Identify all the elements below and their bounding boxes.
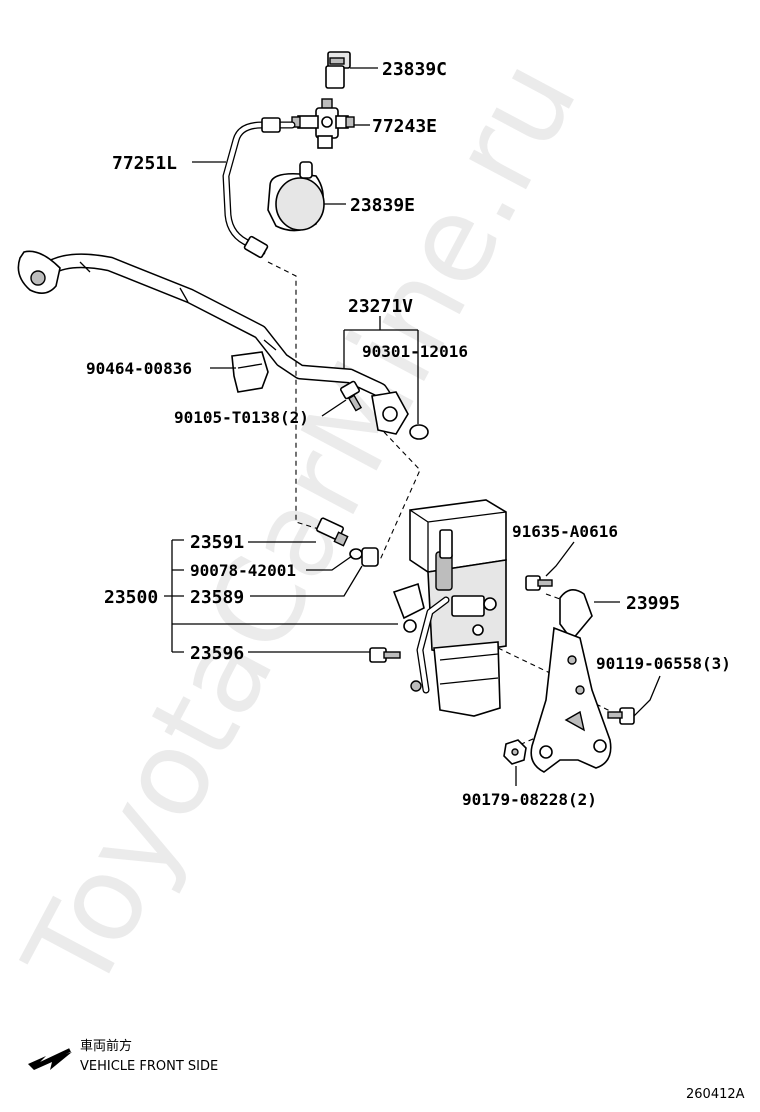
- label-23589: 23589: [190, 587, 244, 608]
- label-23271v: 23271V: [348, 296, 413, 317]
- label-91635: 91635-A0616: [512, 522, 618, 541]
- label-77243e: 77243E: [372, 116, 437, 137]
- label-23839c: 23839C: [382, 59, 447, 80]
- pump-assembly-23500[interactable]: [392, 499, 507, 717]
- label-90301: 90301-12016: [362, 342, 468, 361]
- leader-line: [250, 565, 363, 597]
- leader-line: [164, 539, 398, 653]
- assembly-guide-line: [545, 593, 575, 605]
- label-23500: 23500: [104, 587, 158, 608]
- washer-90078[interactable]: [349, 548, 363, 560]
- leader-line: [343, 316, 419, 424]
- label-90179: 90179-08228(2): [462, 790, 597, 809]
- assembly-guide-line: [267, 261, 323, 531]
- leader-line: [633, 675, 661, 717]
- diagram-code: 260412A: [686, 1087, 745, 1102]
- bolt-91635[interactable]: [525, 575, 553, 591]
- assembly-guide-line: [379, 431, 421, 561]
- sleeve-23589[interactable]: [361, 547, 379, 567]
- fitting-23839c[interactable]: [325, 51, 351, 89]
- leader-line: [321, 399, 347, 417]
- hose-23271v[interactable]: [17, 250, 409, 435]
- vehicle-front-en: VEHICLE FRONT SIDE: [80, 1059, 218, 1074]
- bracket-23995[interactable]: [530, 589, 612, 773]
- label-23591: 23591: [190, 532, 244, 553]
- leader-line: [306, 555, 353, 571]
- label-90464: 90464-00836: [86, 359, 192, 378]
- bolt-90105[interactable]: [340, 380, 363, 412]
- o-ring-90301[interactable]: [409, 424, 429, 440]
- nut-90179[interactable]: [503, 739, 527, 765]
- label-23839e: 23839E: [350, 195, 415, 216]
- bolt-90119[interactable]: [607, 707, 635, 725]
- label-90119: 90119-06558(3): [596, 654, 731, 673]
- damper-23839e[interactable]: [267, 161, 325, 232]
- vehicle-front-jp: 車両前方: [80, 1038, 132, 1054]
- union-77243e[interactable]: [291, 98, 355, 149]
- leader-line: [545, 541, 575, 577]
- pipe-77251l[interactable]: [222, 117, 296, 259]
- label-77251l: 77251L: [112, 153, 177, 174]
- label-23995: 23995: [626, 593, 680, 614]
- label-90105: 90105-T0138(2): [174, 408, 309, 427]
- assembly-guide-line: [497, 647, 553, 675]
- label-90078: 90078-42001: [190, 561, 296, 580]
- label-23596: 23596: [190, 643, 244, 664]
- arrow-left-down-icon: [28, 1048, 72, 1070]
- bolt-23596[interactable]: [369, 647, 401, 663]
- clamp-90464[interactable]: [231, 351, 269, 393]
- fitting-23591[interactable]: [316, 517, 349, 547]
